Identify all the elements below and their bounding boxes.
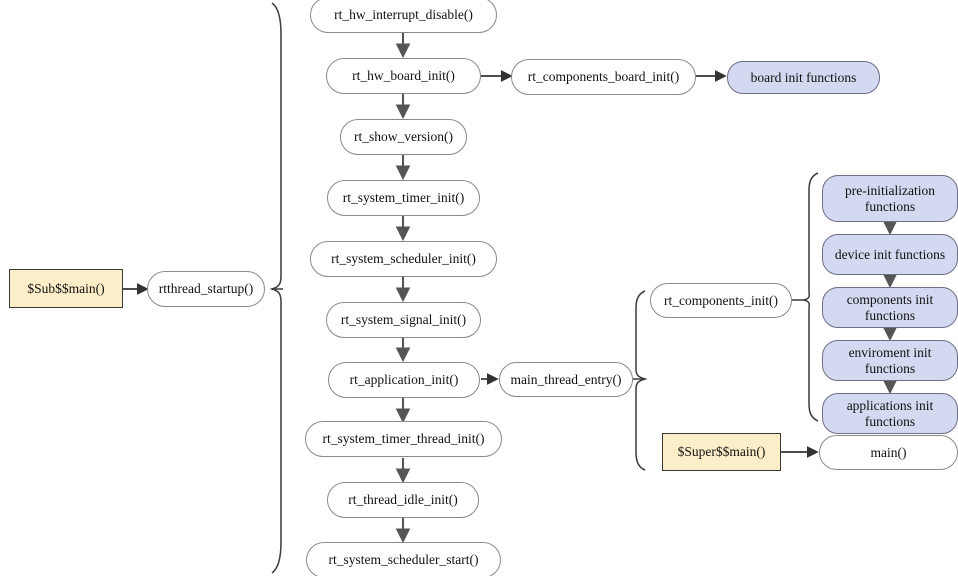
node-pre-initialization-functions[interactable]: pre-initialization functions <box>822 175 958 222</box>
node-components-init-functions[interactable]: components init functions <box>822 287 958 328</box>
node-rt-components-board-init[interactable]: rt_components_board_init() <box>511 59 696 95</box>
node-rt-thread-idle-init[interactable]: rt_thread_idle_init() <box>327 482 479 518</box>
node-rt-system-scheduler-init[interactable]: rt_system_scheduler_init() <box>310 241 497 277</box>
node-device-init-functions[interactable]: device init functions <box>822 234 958 275</box>
node-sub-main[interactable]: $Sub$$main() <box>9 269 123 308</box>
node-rt-system-signal-init[interactable]: rt_system_signal_init() <box>326 302 481 338</box>
brace-componentsinit-group <box>792 172 819 422</box>
node-enviroment-init-functions[interactable]: enviroment init functions <box>822 340 958 381</box>
brace-startup-group <box>269 2 283 574</box>
node-rt-hw-interrupt-disable[interactable]: rt_hw_interrupt_disable() <box>310 0 497 33</box>
node-main[interactable]: main() <box>819 435 958 470</box>
node-rt-hw-board-init[interactable]: rt_hw_board_init() <box>326 58 481 94</box>
node-rtthread-startup[interactable]: rtthread_startup() <box>147 271 265 307</box>
node-board-init-functions[interactable]: board init functions <box>727 61 880 94</box>
node-applications-init-functions[interactable]: applications init functions <box>822 393 958 434</box>
node-rt-system-timer-thread-init[interactable]: rt_system_timer_thread_init() <box>305 421 502 457</box>
brace-mainthreadentry-group <box>633 290 648 471</box>
node-rt-show-version[interactable]: rt_show_version() <box>340 119 467 155</box>
node-rt-system-timer-init[interactable]: rt_system_timer_init() <box>327 180 480 216</box>
node-main-thread-entry[interactable]: main_thread_entry() <box>499 362 633 397</box>
node-rt-application-init[interactable]: rt_application_init() <box>328 362 480 398</box>
node-super-main[interactable]: $Super$$main() <box>662 433 781 471</box>
node-rt-system-scheduler-start[interactable]: rt_system_scheduler_start() <box>306 542 501 576</box>
node-rt-components-init[interactable]: rt_components_init() <box>650 283 792 318</box>
